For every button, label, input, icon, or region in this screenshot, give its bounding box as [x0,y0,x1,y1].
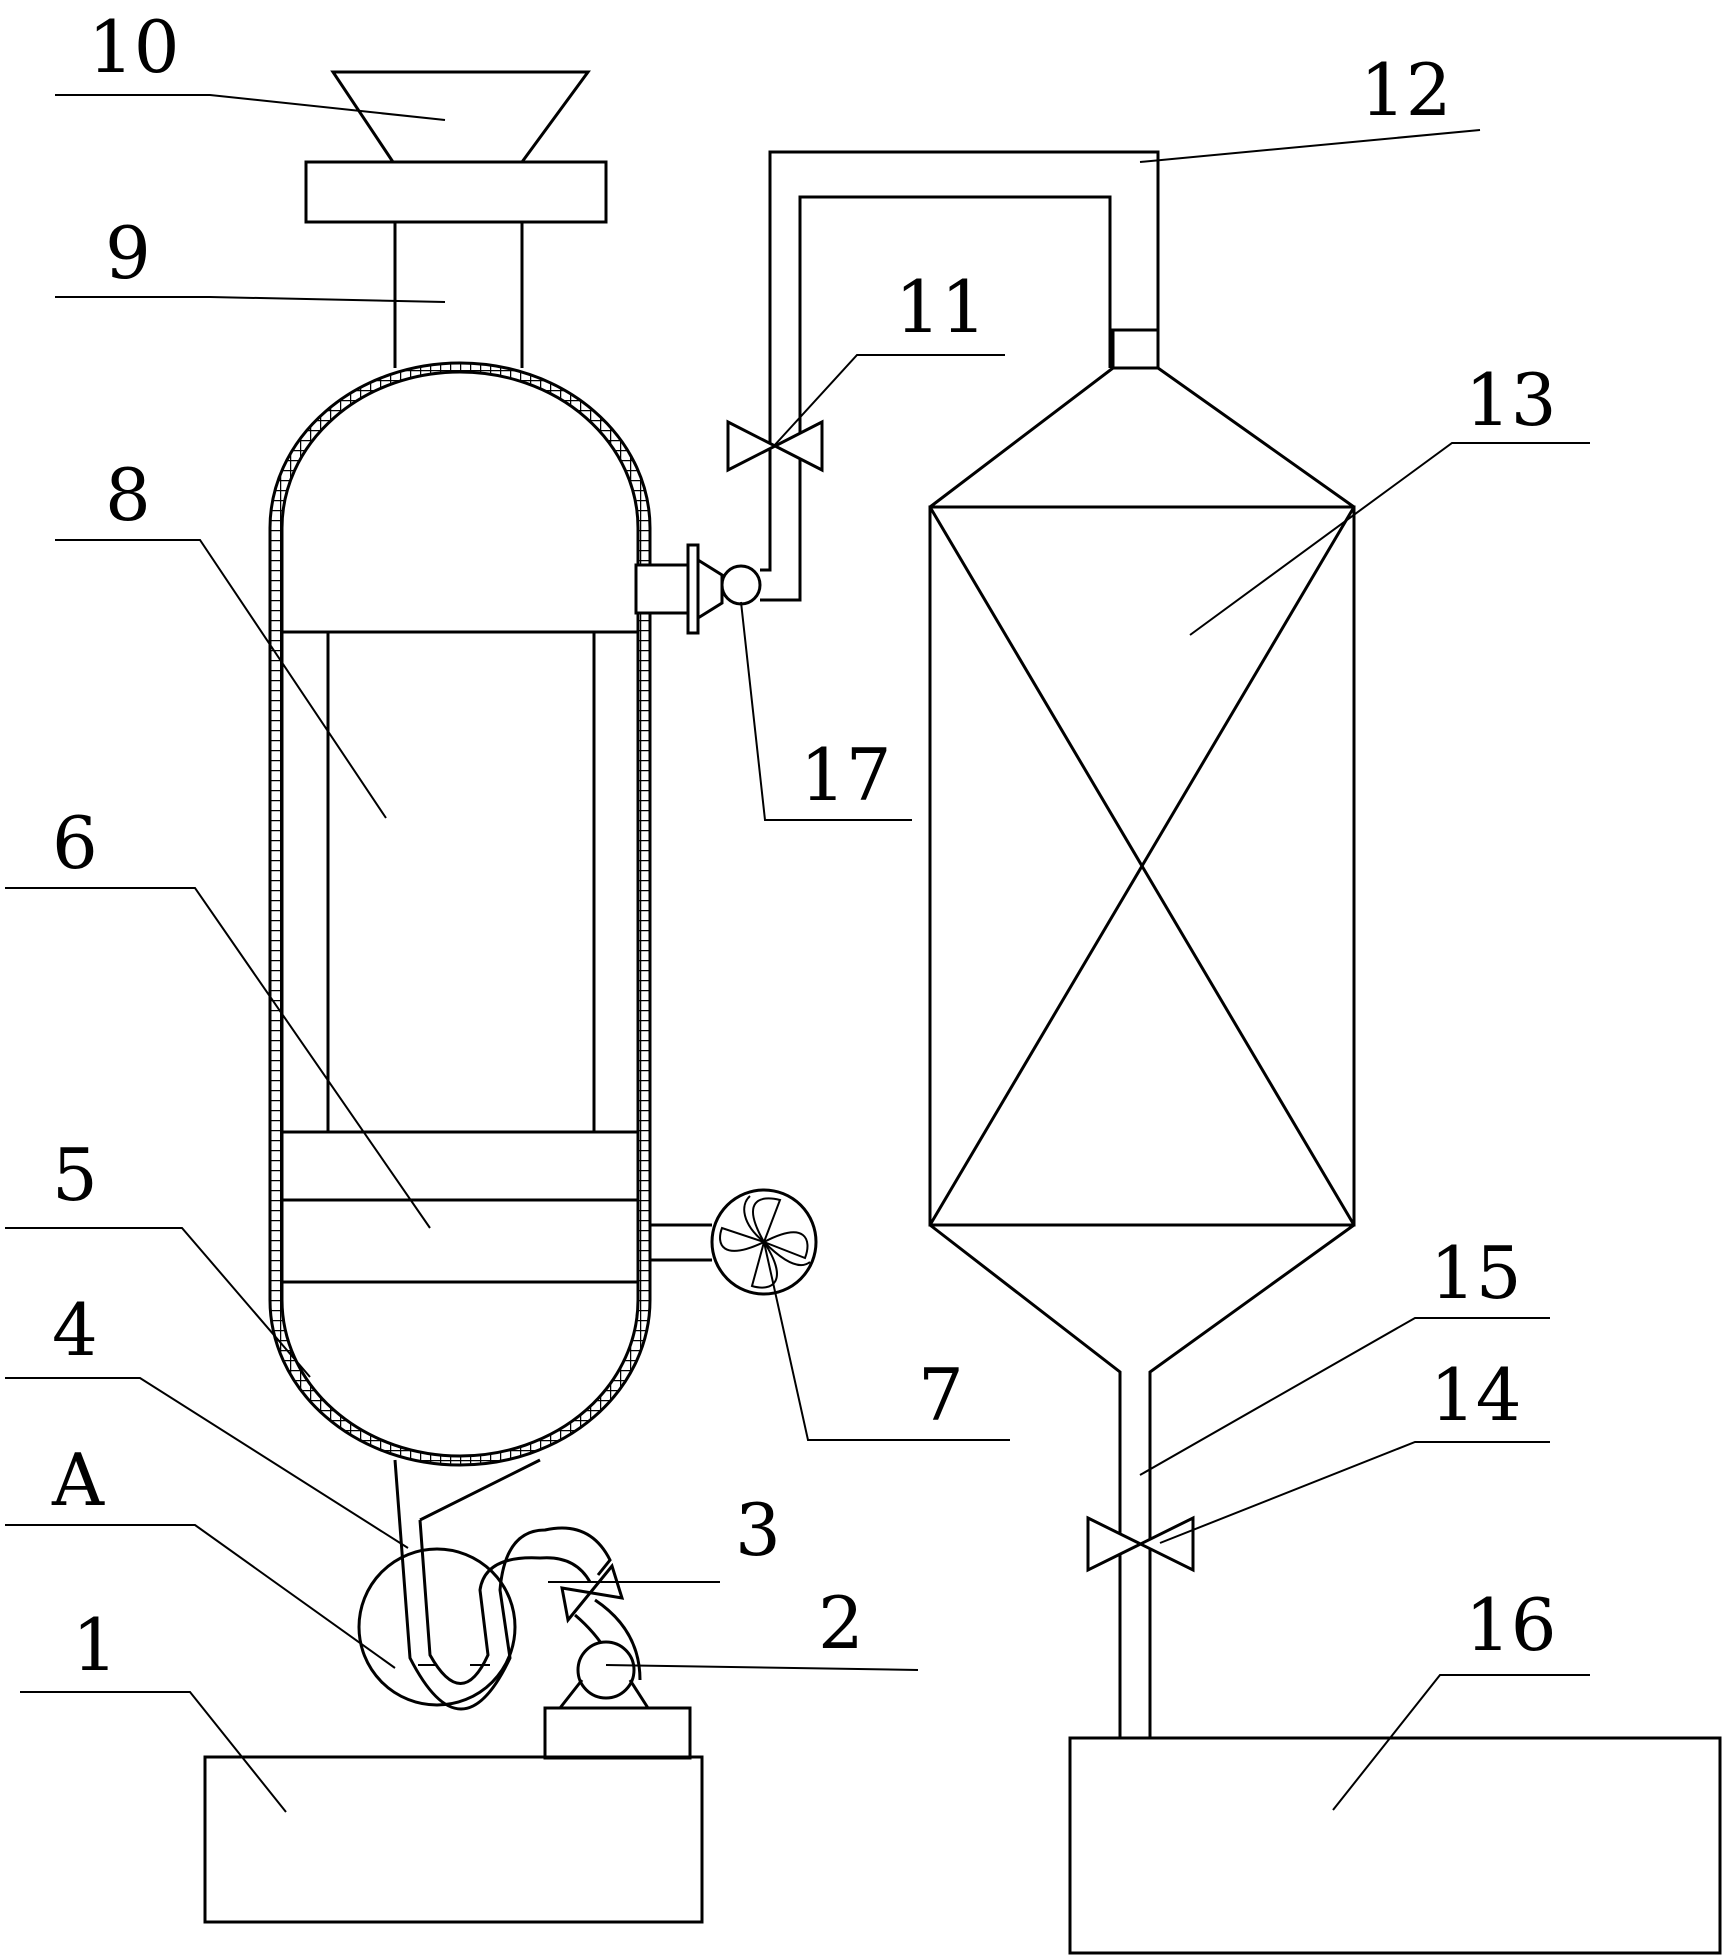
label-11: 11 [895,265,987,349]
label-14: 14 [1430,1353,1522,1437]
discharge-pipe-4 [357,1458,612,1711]
label-16: 16 [1465,1583,1557,1667]
feed-hopper [330,70,591,163]
label-10: 10 [88,5,180,89]
label-2: 2 [818,1581,864,1665]
label-1: 1 [72,1603,118,1687]
label-4: 4 [52,1288,98,1372]
label-3: 3 [735,1488,781,1572]
top-flange [304,160,608,224]
label-8: 8 [105,453,151,537]
detail-circle-a [357,1547,517,1707]
reaction-column [928,366,1356,1738]
pump-2 [543,1598,692,1760]
label-7: 7 [918,1353,964,1437]
valve-14 [1086,1515,1195,1573]
label-12: 12 [1360,48,1452,132]
label-a: A [51,1438,105,1522]
leader-lines [5,94,1590,1813]
collection-tank-16 [1068,1736,1722,1955]
gas-duct [760,150,1160,602]
label-5: 5 [52,1133,98,1217]
label-13: 13 [1465,358,1557,442]
inner-shell [280,370,640,1458]
valve-3 [560,1562,625,1624]
label-17: 17 [800,733,892,817]
feed-tank-1 [203,1755,704,1924]
label-6: 6 [52,801,98,885]
label-15: 15 [1430,1231,1522,1315]
blower-7 [650,1188,818,1296]
duct-connector [1111,328,1160,370]
label-9: 9 [105,211,151,295]
feed-neck [393,222,524,368]
reactor-vessel [268,361,652,1467]
gas-outlet-fitting [634,543,762,635]
